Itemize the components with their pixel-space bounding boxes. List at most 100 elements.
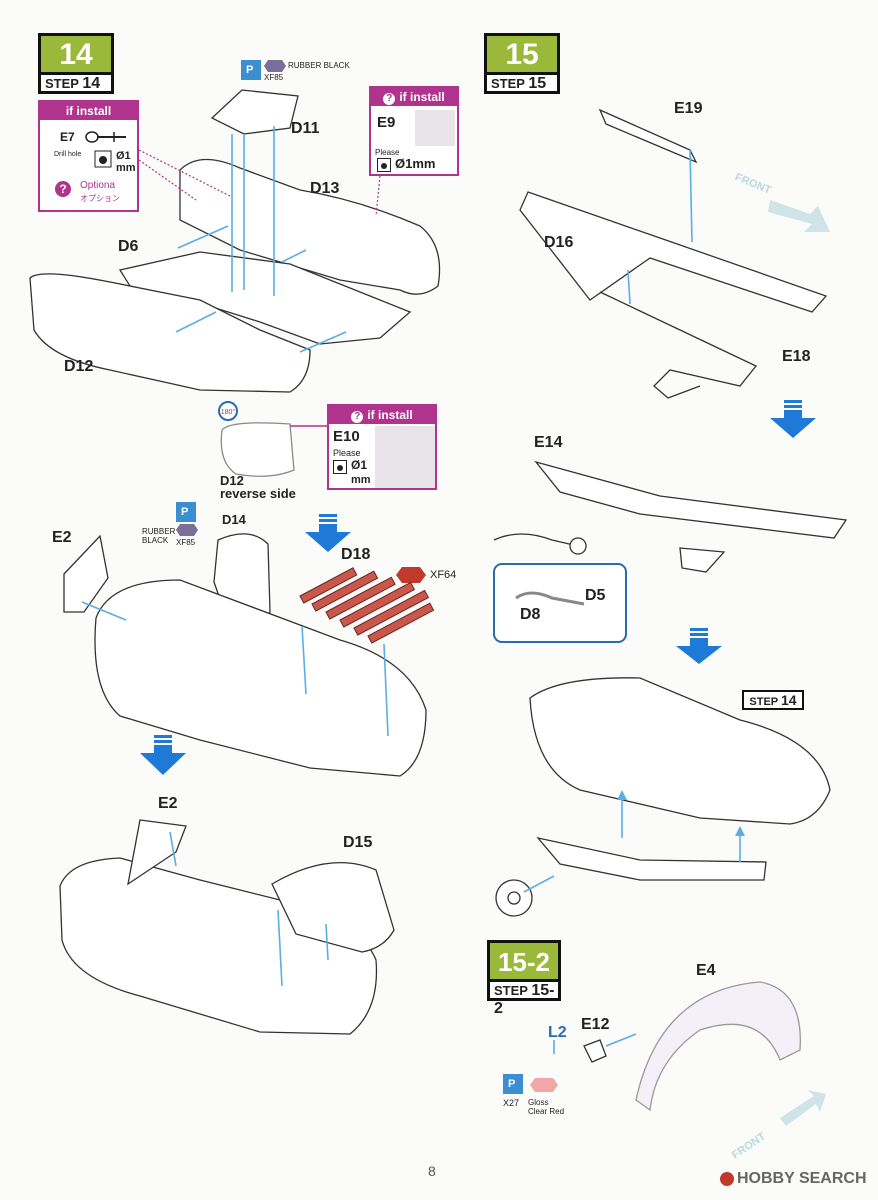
d18-slat xyxy=(299,567,358,604)
option-jp: オプション xyxy=(80,194,120,203)
question-icon: ? xyxy=(351,411,364,423)
svg-text:?: ? xyxy=(59,182,66,196)
step-15-2-number: 15-2 xyxy=(487,940,561,980)
if-install-title: ?if install xyxy=(329,406,435,424)
part-e19-label: E19 xyxy=(674,100,703,117)
d12-hull-drawing xyxy=(29,273,311,393)
hobby-search-watermark: HOBBY SEARCH xyxy=(720,1170,867,1188)
step-label-num: 14 xyxy=(82,75,101,92)
wheel-hub-drawing xyxy=(507,891,521,905)
front-arrow-icon xyxy=(768,200,830,1126)
drill-hole-label: Drill hole xyxy=(54,151,82,158)
d18-slat xyxy=(353,589,430,636)
d8-arm-drawing xyxy=(493,533,579,547)
paint-l2-name: Gloss Clear Red xyxy=(528,1098,565,1116)
d13-body-drawing xyxy=(179,158,441,295)
step-14-label: STEP 14 xyxy=(38,72,114,94)
assembled-frame-drawing xyxy=(536,836,767,881)
please-label: Please xyxy=(375,148,400,157)
svg-text:180°: 180° xyxy=(221,408,236,416)
page-number: 8 xyxy=(428,1163,436,1179)
e4-mudguard-drawing xyxy=(635,981,801,1112)
part-d18-label: D18 xyxy=(341,546,371,563)
drill-size: Ø1 mm xyxy=(116,150,136,174)
svg-text:P: P xyxy=(246,64,253,76)
sidecar-body-drawing xyxy=(94,579,427,777)
down-arrow-icon xyxy=(770,400,816,438)
e2-drawing xyxy=(63,534,109,613)
step-ref-num: 14 xyxy=(781,692,797,708)
part-d12-label: D12 xyxy=(64,358,94,375)
please-label: Please xyxy=(333,448,361,458)
d12-reverse-caption: D12 reverse side xyxy=(220,474,296,500)
rotate-180-icon xyxy=(218,401,238,421)
paint-chip-xf85 xyxy=(176,524,198,536)
e10-detail-image xyxy=(375,426,435,488)
part-d16-label: D16 xyxy=(544,234,574,251)
step-label-num: 15 xyxy=(528,75,547,92)
frame-2-leg-drawing xyxy=(679,547,726,573)
d16-frame-drawing xyxy=(519,191,828,313)
drill-icon xyxy=(94,150,112,168)
step-ref-label: STEP xyxy=(749,696,778,708)
d8-inset-drawing xyxy=(515,591,585,606)
part-d12-rev-label: D12 xyxy=(220,473,244,488)
part-d5-label: D5 xyxy=(585,587,606,604)
d15-cover-drawing xyxy=(271,861,395,953)
down-arrow-icon xyxy=(140,735,186,775)
d12-reverse-drawing xyxy=(220,422,295,477)
part-e9-label: E9 xyxy=(377,114,396,131)
e18-frame-drawing xyxy=(599,291,758,399)
d11-cushion-drawing xyxy=(210,89,299,135)
d18-slat xyxy=(339,581,416,628)
svg-text:P: P xyxy=(181,506,188,518)
d5-wheel-hub-drawing xyxy=(569,537,587,555)
paint-d14-code: XF85 xyxy=(176,538,196,547)
assembled-body-drawing xyxy=(529,677,831,825)
paint-l2-code: X27 xyxy=(503,1098,520,1108)
part-d15-label: D15 xyxy=(343,834,373,851)
step-14-reference: STEP 14 xyxy=(742,690,804,710)
down-arrow-icon xyxy=(305,514,351,552)
paint-d11-code: XF85 xyxy=(264,73,284,82)
d18-slat xyxy=(311,570,379,612)
down-arrow-icon xyxy=(676,628,722,664)
part-e2a-label: E2 xyxy=(52,529,72,546)
step-label-text: STEP xyxy=(45,76,79,91)
if-install-text: if install xyxy=(399,90,445,104)
if-install-e9-box: ?if install E9 Please Ø1mm xyxy=(369,86,459,176)
d18-slat xyxy=(325,576,396,620)
part-d6-label: D6 xyxy=(118,238,139,255)
e10-size: Ø1 xyxy=(351,458,368,472)
step-14-number: 14 xyxy=(38,33,114,73)
drill-icon xyxy=(333,460,347,474)
frame-2-drawing xyxy=(534,460,848,539)
svg-text:P: P xyxy=(508,1078,515,1090)
sidecar-body-2-drawing xyxy=(59,857,378,1035)
part-d13-label: D13 xyxy=(310,180,340,197)
if-install-e7-box: if install E7 Drill hole Ø1 mm ? Optiona… xyxy=(38,100,139,212)
part-d8-label: D8 xyxy=(520,606,541,623)
part-e10-label: E10 xyxy=(333,428,360,445)
e9-detail-image xyxy=(415,110,455,146)
if-install-e10-box: ?if install E10 Please Ø1 mm xyxy=(327,404,437,490)
paint-d11-name: RUBBER BLACK xyxy=(288,61,350,70)
part-e14-label: E14 xyxy=(534,434,563,451)
part-e7-label: E7 xyxy=(60,130,75,144)
e12-lamp-drawing xyxy=(583,1039,607,1063)
part-l2-label: L2 xyxy=(548,1024,567,1041)
part-d14-label: D14 xyxy=(222,512,246,527)
step-label-num: 15-2 xyxy=(494,982,555,1017)
paint-brush-icon: P xyxy=(176,502,196,522)
if-install-title: ?if install xyxy=(371,88,457,106)
e19-drawing xyxy=(598,108,698,164)
watermark-text: HOBBY SEARCH xyxy=(737,1170,867,1187)
paint-d14-name: RUBBER BLACK xyxy=(142,527,176,545)
drill-icon xyxy=(377,158,391,172)
if-install-title: if install xyxy=(40,102,137,120)
question-icon: ? xyxy=(383,93,396,105)
e10-unit: mm xyxy=(351,474,371,486)
step-15-2-label: STEP 15-2 xyxy=(487,979,561,1017)
reverse-side-label: reverse side xyxy=(220,486,296,501)
